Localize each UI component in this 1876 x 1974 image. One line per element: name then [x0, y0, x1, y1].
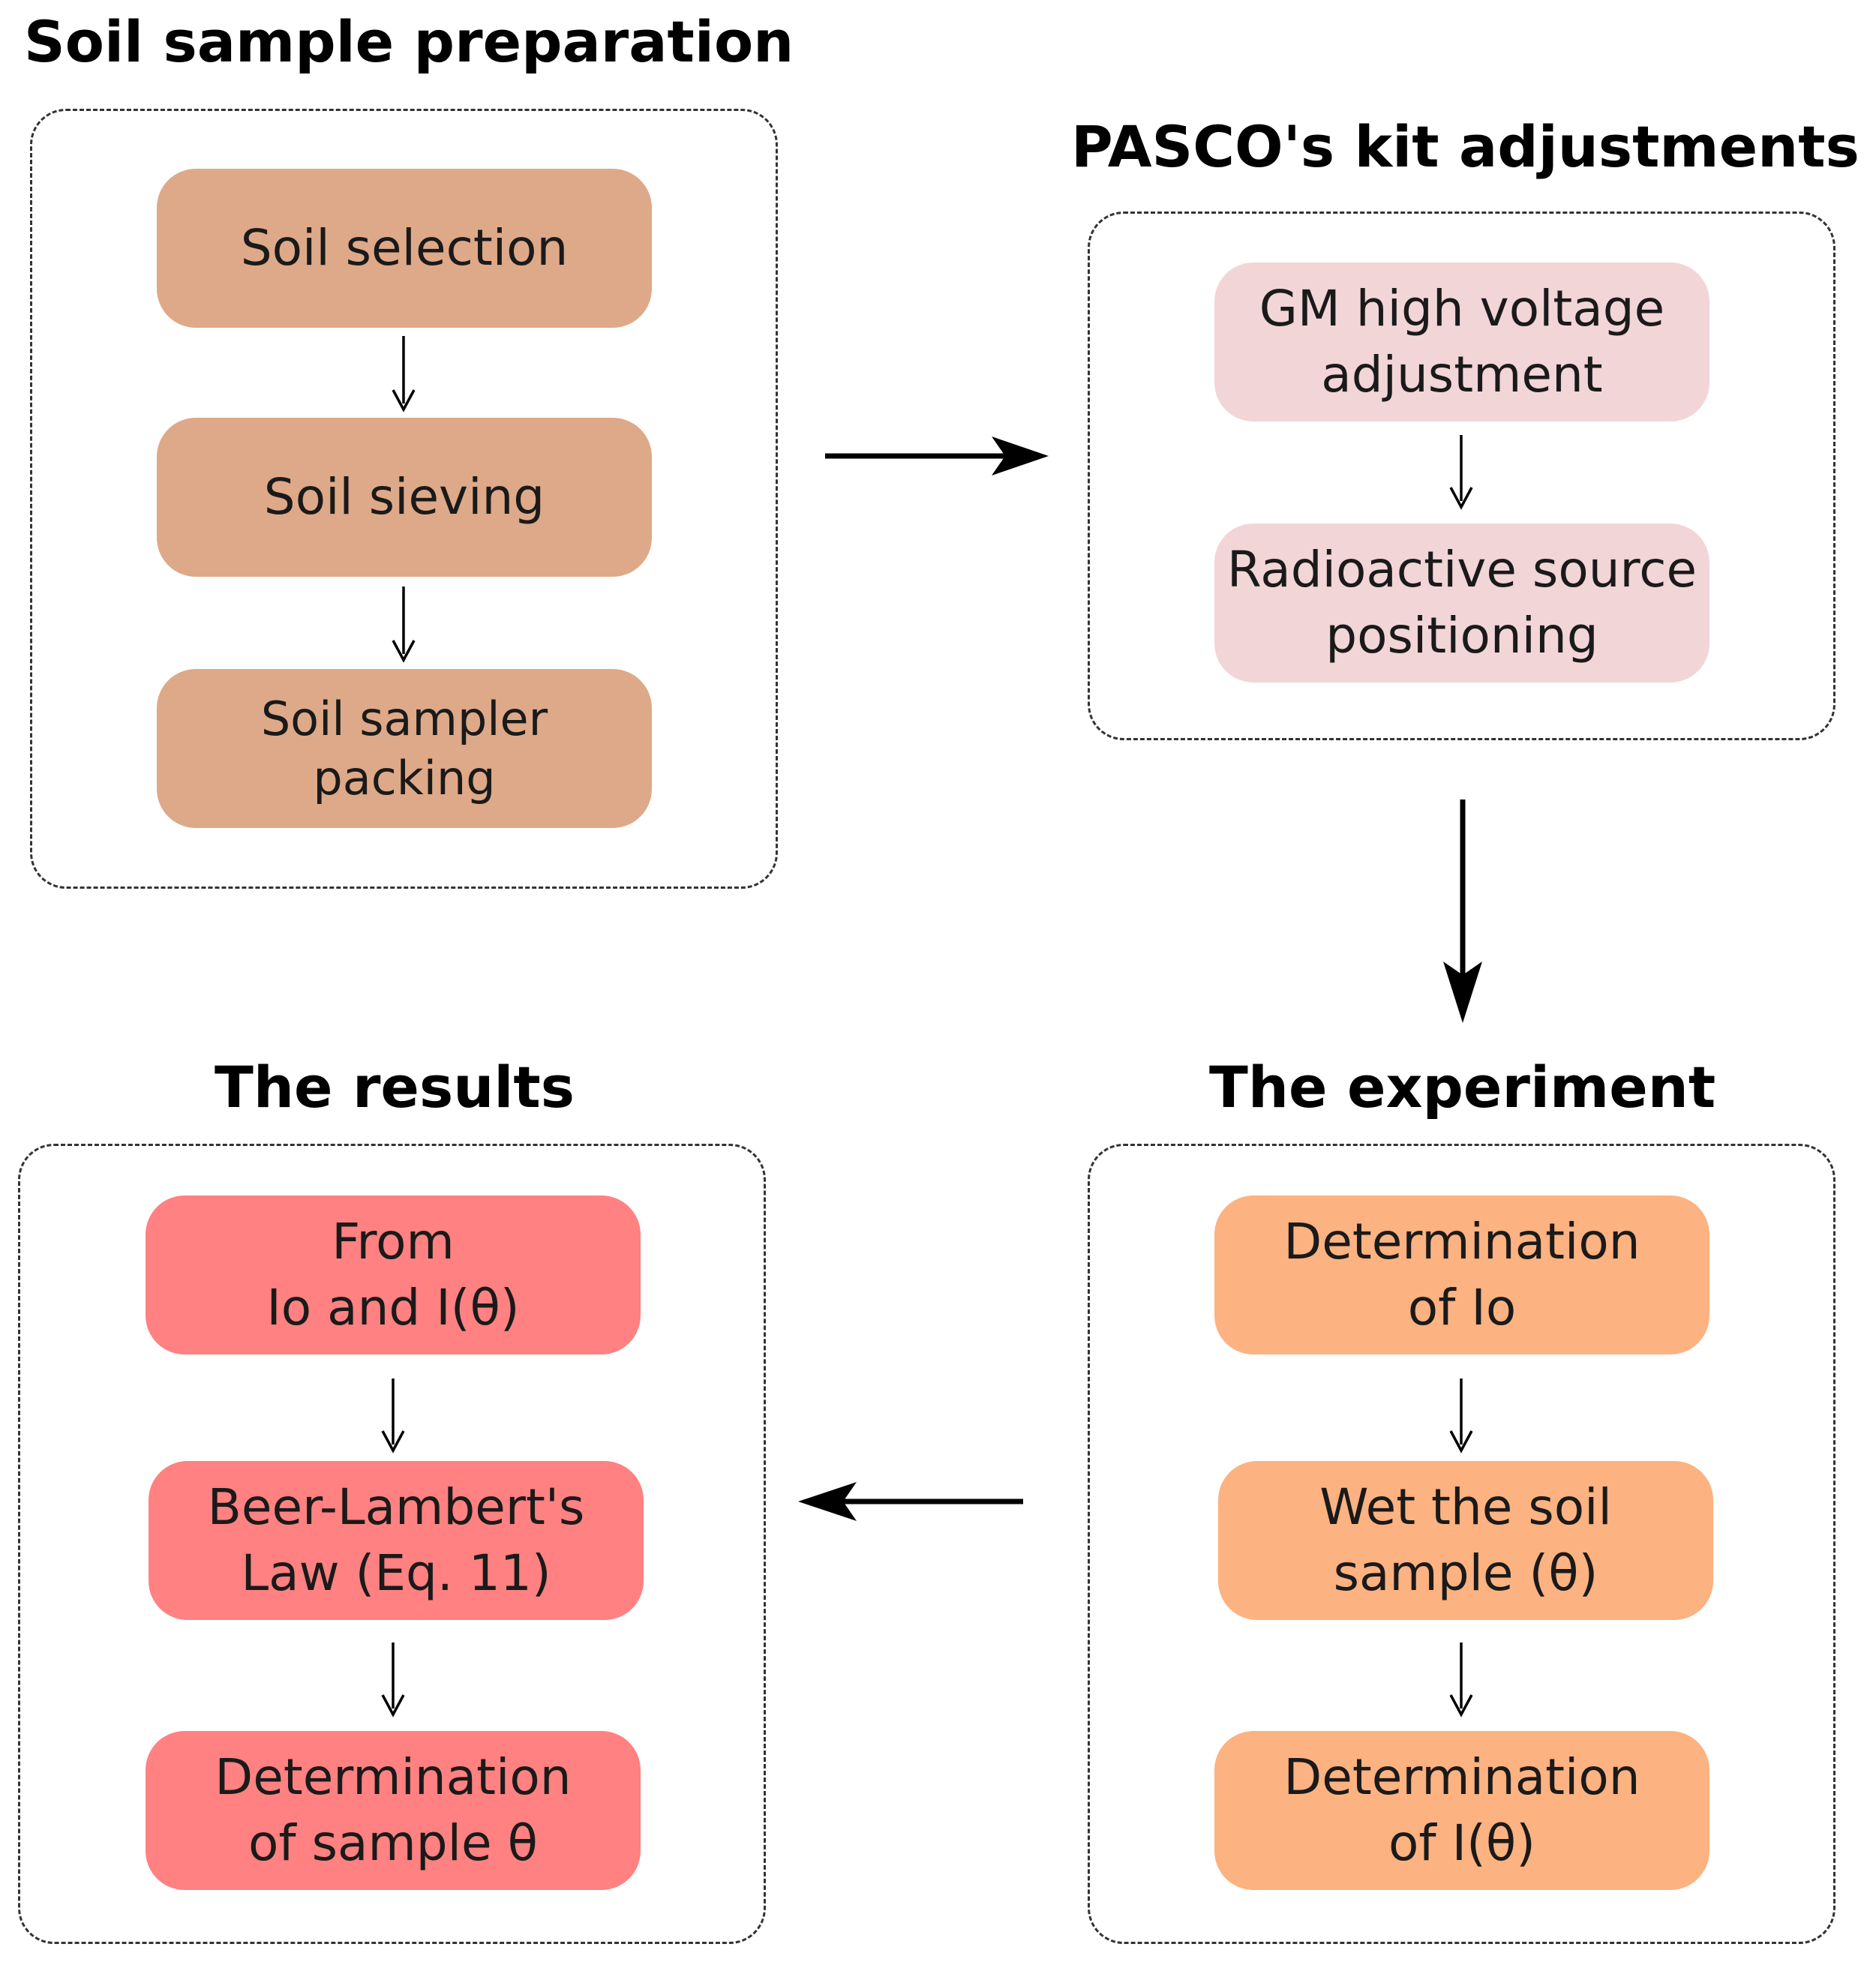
step-label: Soil sieving	[263, 468, 545, 526]
results-title: The results	[215, 1054, 575, 1120]
arrow-experiment-2	[1449, 1642, 1473, 1718]
arrow-soil-1	[392, 336, 416, 412]
step-label: Beer-Lambert's Law (Eq. 11)	[207, 1478, 585, 1602]
pasco-title: PASCO's kit adjustments	[1071, 113, 1859, 180]
step-label: Wet the soil sample (θ)	[1319, 1478, 1612, 1602]
arrow-results-2	[381, 1642, 405, 1718]
step-label: From Io and I(θ)	[266, 1213, 520, 1336]
step-label: Soil selection	[240, 219, 569, 278]
step-beer-lambert: Beer-Lambert's Law (Eq. 11)	[149, 1461, 644, 1620]
step-determination-itheta: Determination of I(θ)	[1214, 1731, 1709, 1890]
arrow-experiment-to-results	[798, 1482, 1023, 1521]
step-wet-soil: Wet the soil sample (θ)	[1218, 1461, 1713, 1620]
arrow-soil-to-pasco	[825, 436, 1049, 476]
step-radioactive-source: Radioactive source positioning	[1214, 524, 1709, 682]
arrow-pasco-1	[1449, 435, 1473, 510]
experiment-title: The experiment	[1209, 1054, 1716, 1120]
step-label: Radioactive source positioning	[1226, 541, 1697, 664]
soil-prep-title: Soil sample preparation	[24, 8, 794, 75]
results-group	[18, 1144, 766, 1944]
step-label: Determination of I(θ)	[1283, 1748, 1640, 1872]
step-label: Determination of sample θ	[215, 1748, 572, 1872]
pasco-group	[1088, 212, 1835, 740]
step-determination-io: Determination of Io	[1214, 1196, 1709, 1354]
step-gm-high-voltage: GM high voltage adjustment	[1214, 262, 1709, 422]
step-soil-sampler-packing: Soil sampler packing	[157, 669, 652, 828]
step-label: GM high voltage adjustment	[1259, 280, 1665, 404]
step-soil-selection: Soil selection	[157, 169, 652, 328]
step-label: Determination of Io	[1283, 1213, 1640, 1336]
step-from-io-itheta: From Io and I(θ)	[146, 1196, 641, 1354]
step-soil-sieving: Soil sieving	[157, 418, 652, 577]
step-label: Soil sampler packing	[260, 691, 548, 806]
arrow-experiment-1	[1449, 1378, 1473, 1454]
arrow-soil-2	[392, 586, 416, 663]
experiment-group	[1088, 1144, 1835, 1944]
arrow-pasco-to-experiment	[1443, 800, 1482, 1023]
arrow-results-1	[381, 1378, 405, 1454]
soil-prep-group	[30, 109, 778, 889]
step-determination-theta: Determination of sample θ	[146, 1731, 641, 1890]
